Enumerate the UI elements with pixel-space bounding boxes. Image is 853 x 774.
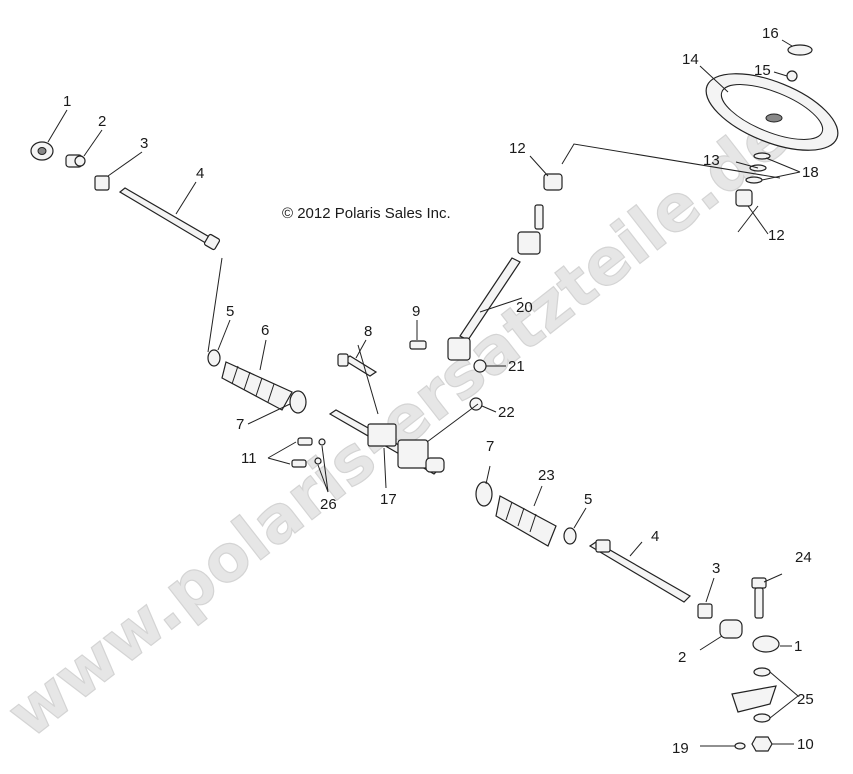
tie-rod-right xyxy=(588,539,691,603)
callout-24: 24 xyxy=(795,549,812,566)
tie-rod-left xyxy=(118,187,221,251)
callout-12-upper: 12 xyxy=(509,140,526,157)
nut-21 xyxy=(473,359,487,373)
nut-22 xyxy=(469,397,483,411)
callout-11: 11 xyxy=(241,450,257,467)
clamp-ring-right xyxy=(563,527,577,545)
boot-clamp-left xyxy=(289,390,307,414)
bolt-8 xyxy=(337,353,378,377)
callout-22: 22 xyxy=(498,404,515,421)
callout-21: 21 xyxy=(508,358,525,375)
bolts-11 xyxy=(291,437,313,468)
bushing-12-right xyxy=(735,189,753,207)
boot-clamp-right xyxy=(475,481,493,507)
callout-5-right: 5 xyxy=(584,491,592,508)
callout-16: 16 xyxy=(762,25,779,42)
callout-23: 23 xyxy=(538,467,555,484)
steering-shaft-20 xyxy=(447,204,544,361)
callout-12-lower: 12 xyxy=(768,227,785,244)
callout-1: 1 xyxy=(63,93,71,110)
cap-16 xyxy=(787,44,813,56)
callout-1-right: 1 xyxy=(794,638,802,655)
ball-joint-right xyxy=(752,635,780,653)
clamp-ring-left xyxy=(207,349,221,367)
cotter-pin-19 xyxy=(700,742,746,750)
boot-clamp-3-left xyxy=(94,175,110,191)
tie-rod-end-right xyxy=(719,619,743,639)
callout-4-right: 4 xyxy=(651,528,659,545)
callout-9: 9 xyxy=(412,303,420,320)
callout-8: 8 xyxy=(364,323,372,340)
bushing-12-left xyxy=(543,173,563,191)
callout-15: 15 xyxy=(754,62,771,79)
callout-2-right: 2 xyxy=(678,649,686,666)
callout-6: 6 xyxy=(261,322,269,339)
nut-10 xyxy=(751,736,773,752)
bellows-boot-right xyxy=(495,495,557,547)
bolt-9 xyxy=(409,340,427,350)
mount-bracket-25 xyxy=(731,667,777,723)
callout-25: 25 xyxy=(797,691,814,708)
callout-10: 10 xyxy=(797,736,814,753)
jam-nut-left xyxy=(65,154,86,168)
callout-3: 3 xyxy=(140,135,148,152)
callout-7-right: 7 xyxy=(486,438,494,455)
bolt-24 xyxy=(751,577,767,619)
callout-14: 14 xyxy=(682,51,699,68)
washers-26 xyxy=(314,438,326,465)
callout-18: 18 xyxy=(802,164,819,181)
callout-19: 19 xyxy=(672,740,689,757)
callout-3-right: 3 xyxy=(712,560,720,577)
callout-4: 4 xyxy=(196,165,204,182)
tie-rod-end-left xyxy=(30,141,54,161)
callout-20: 20 xyxy=(516,299,533,316)
bellows-boot-left xyxy=(221,361,293,411)
steering-gear-rack xyxy=(328,409,445,475)
nut-15 xyxy=(786,70,798,82)
steering-wheel xyxy=(705,73,839,151)
callout-5: 5 xyxy=(226,303,234,320)
callout-13: 13 xyxy=(703,152,720,169)
callout-26: 26 xyxy=(320,496,337,513)
callout-7: 7 xyxy=(236,416,244,433)
callout-2: 2 xyxy=(98,113,106,130)
copyright-text: © 2012 Polaris Sales Inc. xyxy=(282,205,451,222)
callout-17: 17 xyxy=(380,491,397,508)
jam-nut-right xyxy=(697,603,713,619)
